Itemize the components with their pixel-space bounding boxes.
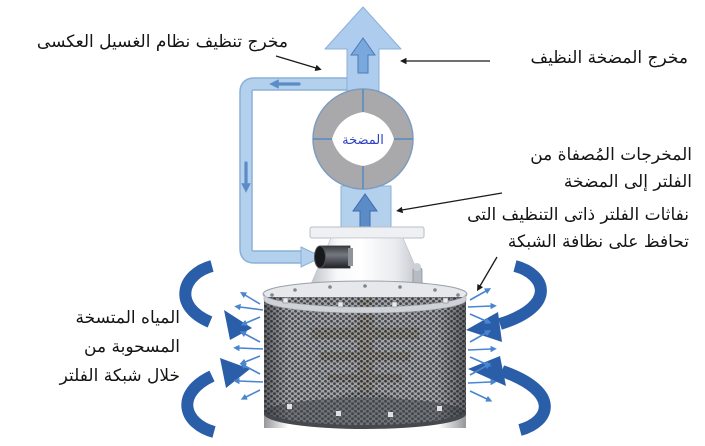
pointer-backwash-outlet	[275, 55, 322, 71]
pump-label: المضخة	[342, 133, 384, 148]
lid-bolts	[270, 284, 460, 297]
label-filtered-output: المخرجات المُصفاة من الفلتر إلى المضخة	[530, 142, 692, 196]
label-backwash-outlet: مخرج تنظيف نظام الغسيل العكسى	[36, 32, 288, 52]
filter-unit	[262, 226, 468, 429]
label-self-cleaning-jets-line2: تحافظ على نظافة الشبكة	[507, 232, 689, 252]
pointer-filtered-output	[396, 192, 503, 214]
lid-front-band	[263, 293, 467, 314]
pointer-jets	[476, 256, 498, 292]
bottom-bolts	[287, 404, 442, 417]
bottom-rim	[264, 410, 466, 429]
pump-icon: المضخة	[312, 88, 414, 190]
jet-spray-arrows	[233, 288, 497, 402]
label-self-cleaning-jets-line1: نفاثات الفلتر ذاتى التنظيف التى	[467, 205, 689, 225]
label-dirty-water-line1: المياه المتسخة	[75, 308, 180, 328]
annotation-arrows	[275, 55, 503, 292]
label-dirty-water: المياه المتسخة المسحوبة من خلال شبكة الف…	[60, 304, 180, 391]
label-self-cleaning-jets: نفاثات الفلتر ذاتى التنظيف التى تحافظ عل…	[467, 202, 689, 256]
label-filtered-output-line2: الفلتر إلى المضخة	[563, 172, 692, 192]
backwash-nozzle	[314, 245, 353, 269]
label-dirty-water-line3: خلال شبكة الفلتر	[59, 366, 180, 386]
mount-flange	[309, 226, 425, 239]
label-filtered-output-line1: المخرجات المُصفاة من	[530, 145, 692, 165]
label-dirty-water-line2: المسحوبة من	[84, 337, 180, 357]
band-bolts	[282, 297, 449, 308]
backwash-inlet-arrowhead	[300, 246, 324, 268]
label-clean-pump-outlet: مخرج المضخة النظيف	[530, 48, 688, 68]
suction-pipe	[340, 185, 392, 233]
intake-flow-arrows	[179, 260, 551, 438]
backwash-pipe	[239, 77, 358, 268]
outlet-inner-arrow	[350, 37, 376, 74]
